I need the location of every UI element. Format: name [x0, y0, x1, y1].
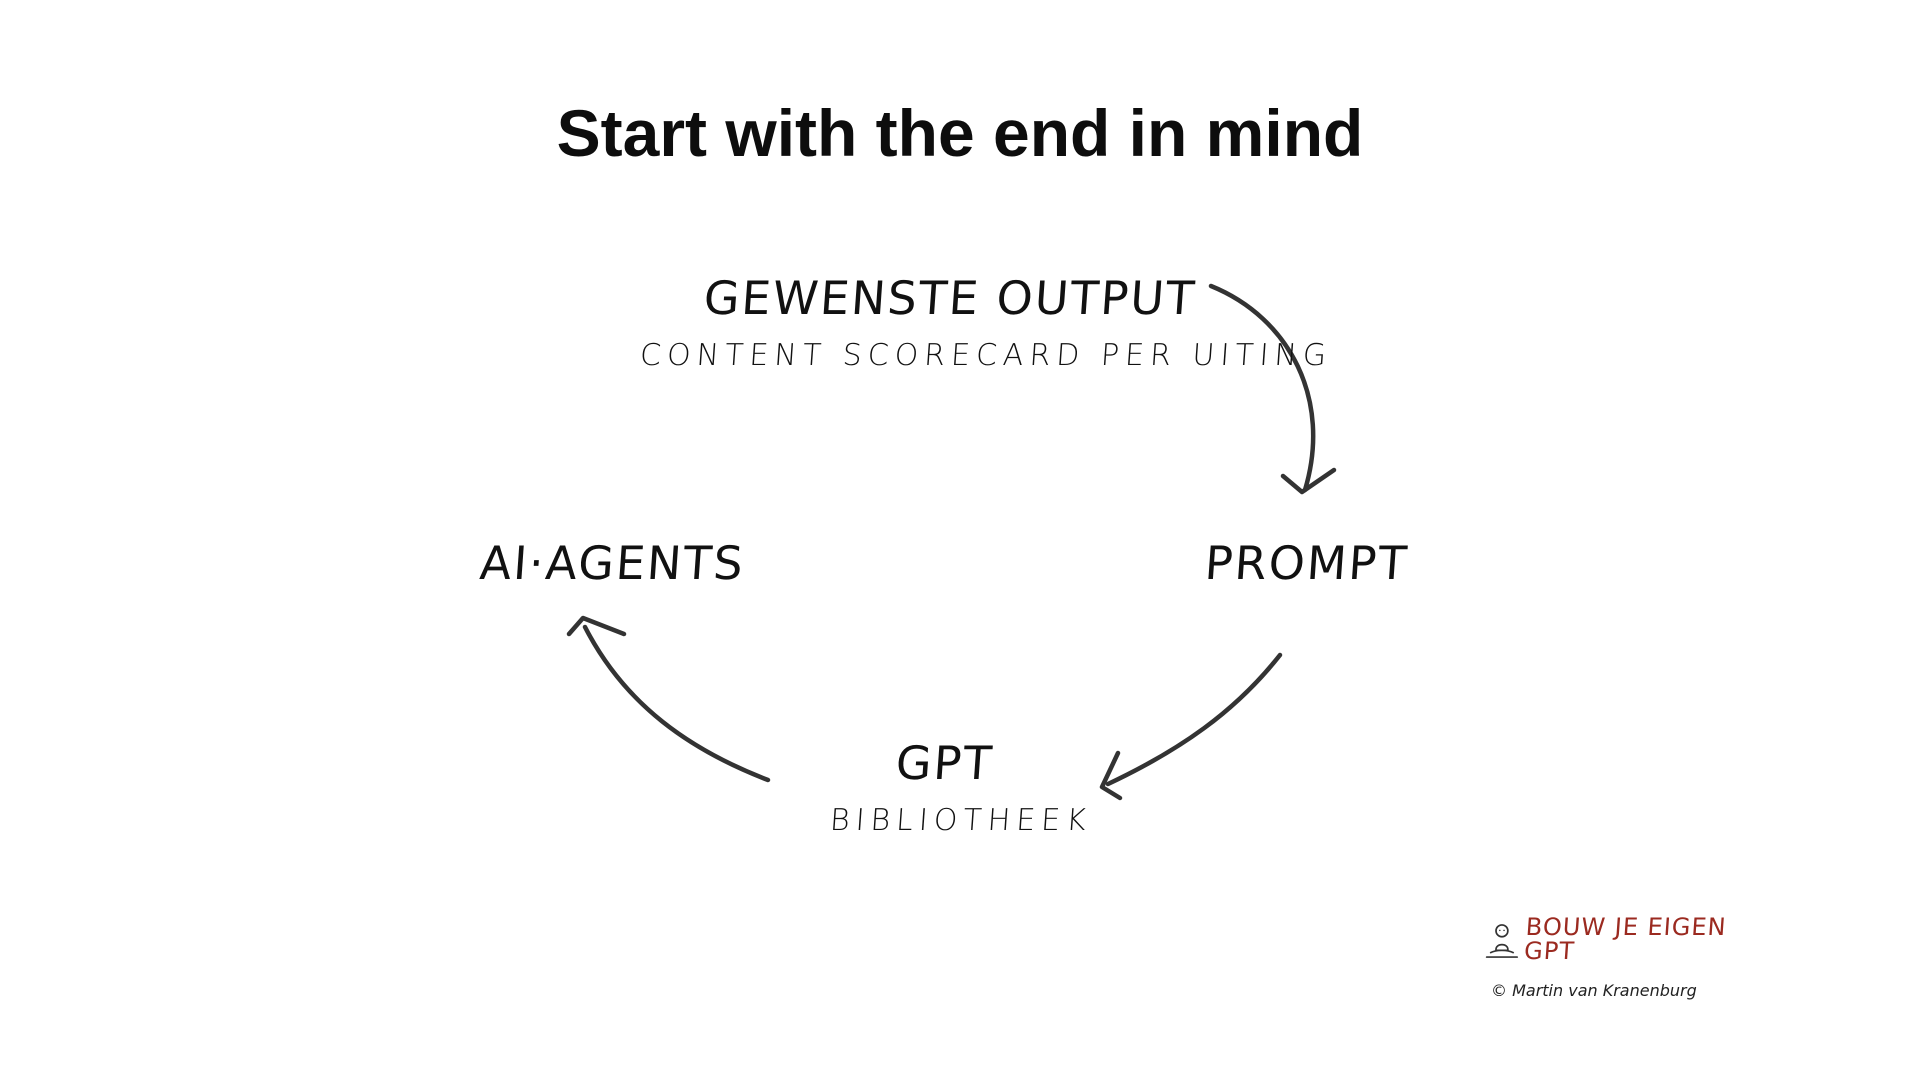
arrowhead-gpt-to-agents: [566, 615, 627, 637]
arrowhead-prompt-to-gpt: [1099, 750, 1123, 801]
node-gewenste-output: GEWENSTE OUTPUT CONTENT SCORECARD PER UI…: [639, 271, 1333, 373]
node-prompt-label: PROMPT: [1203, 536, 1411, 590]
node-output-label: GEWENSTE OUTPUT: [702, 271, 1198, 325]
node-gpt-sub: BIBLIOTHEEK: [828, 803, 1094, 838]
node-ai-agents: AI·AGENTS: [478, 536, 747, 590]
node-output-sub: CONTENT SCORECARD PER UITING: [638, 338, 1334, 373]
node-gpt-label: GPT: [894, 736, 996, 790]
branding: BOUW JE EIGEN GPT © Martin van Kranenbur…: [1485, 913, 1745, 1015]
brand-credit: © Martin van Kranenburg: [1491, 981, 1697, 1000]
node-gpt: GPT BIBLIOTHEEK: [829, 736, 1093, 838]
node-prompt: PROMPT: [1203, 536, 1411, 590]
brand-name: BOUW JE EIGEN GPT: [1523, 913, 1728, 965]
slide-title: Start with the end in mind: [556, 96, 1364, 170]
meditating-figure-icon: [1485, 924, 1519, 958]
edge-gpt-to-agents: [582, 624, 771, 783]
edge-prompt-to-gpt: [1105, 652, 1283, 787]
arrowhead-output-to-prompt: [1280, 467, 1337, 495]
edge-output-to-prompt: [1208, 283, 1316, 493]
node-agents-label: AI·AGENTS: [478, 536, 747, 590]
